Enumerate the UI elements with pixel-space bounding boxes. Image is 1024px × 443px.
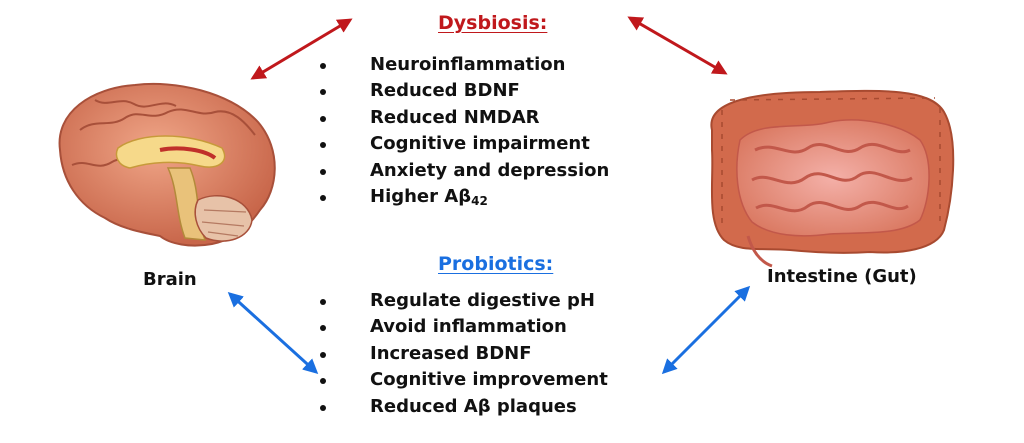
- brain-label: Brain: [143, 269, 197, 290]
- probiotics-arrow-gut: [661, 285, 751, 375]
- dysbiosis-heading: Dysbiosis:: [438, 12, 548, 34]
- subscript-42: 42: [471, 193, 488, 208]
- dysbiosis-item: Anxiety and depression: [314, 158, 609, 184]
- brain-illustration-icon: [58, 82, 276, 247]
- probiotics-list: Regulate digestive pH Avoid inflammation…: [314, 288, 608, 420]
- dysbiosis-arrow-brain: [250, 18, 353, 80]
- dysbiosis-item: Higher Aβ42: [314, 184, 609, 210]
- probiotics-item: Reduced Aβ plaques: [314, 394, 608, 420]
- gut-label: Intestine (Gut): [767, 266, 917, 287]
- dysbiosis-item: Reduced NMDAR: [314, 105, 609, 131]
- probiotics-item: Regulate digestive pH: [314, 288, 608, 314]
- probiotics-item: Cognitive improvement: [314, 367, 608, 393]
- dysbiosis-list: Neuroinflammation Reduced BDNF Reduced N…: [314, 52, 609, 210]
- dysbiosis-item: Neuroinflammation: [314, 52, 609, 78]
- intestine-illustration-icon: [710, 89, 955, 268]
- probiotics-item: Increased BDNF: [314, 341, 608, 367]
- dysbiosis-item: Cognitive impairment: [314, 131, 609, 157]
- probiotics-item: Avoid inflammation: [314, 314, 608, 340]
- dysbiosis-arrow-gut: [627, 16, 728, 75]
- probiotics-heading: Probiotics:: [438, 253, 554, 275]
- dysbiosis-item: Reduced BDNF: [314, 78, 609, 104]
- probiotics-arrow-brain: [227, 291, 319, 375]
